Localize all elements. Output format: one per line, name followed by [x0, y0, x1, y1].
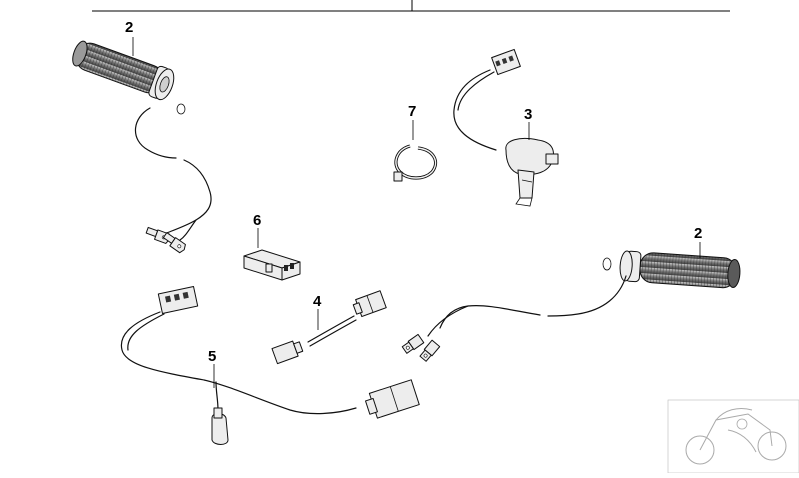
callout-2-right: 2: [694, 225, 702, 242]
callout-6: 6: [253, 212, 261, 229]
callout-4: 4: [313, 293, 322, 310]
callout-3: 3: [524, 106, 532, 123]
heated-grip-switch: [453, 48, 559, 207]
left-heated-grip: [72, 40, 212, 254]
connector-housing: [243, 249, 301, 281]
callout-2-left: 2: [125, 19, 133, 36]
wiring-harness: [120, 285, 420, 445]
header-rule: [92, 0, 730, 12]
motorcycle-thumbnail-icon: [667, 399, 799, 474]
hose-clamp: [393, 144, 438, 182]
callout-5: 5: [208, 348, 216, 365]
callout-7: 7: [408, 103, 416, 120]
right-heated-grip: [401, 250, 741, 362]
adapter-lead: [271, 290, 387, 365]
